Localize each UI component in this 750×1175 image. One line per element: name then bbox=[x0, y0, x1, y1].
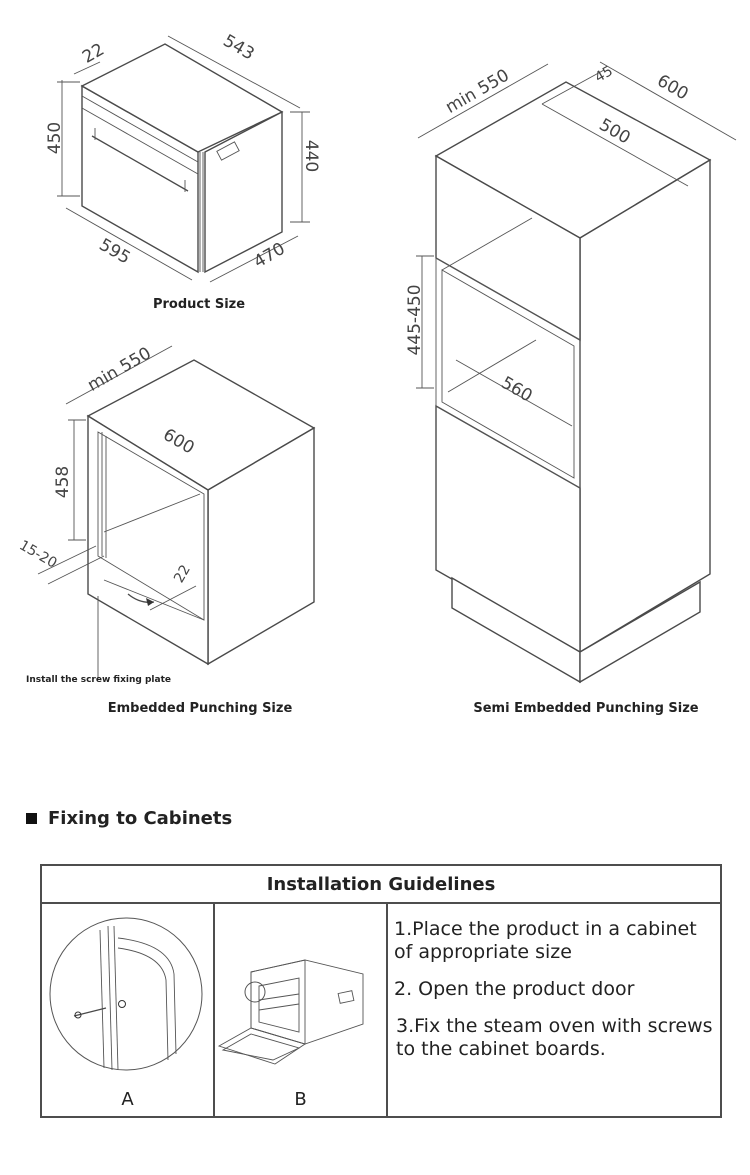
dim-445-450: 445-450 bbox=[405, 284, 425, 355]
label-b: B bbox=[294, 1089, 307, 1110]
dim-15-20: 15-20 bbox=[16, 537, 59, 571]
dim-458: 458 bbox=[53, 466, 73, 498]
screw-closeup-illustration bbox=[49, 917, 203, 1071]
semi-embedded-drawing: min 550 45 600 500 445-450 560 Semi Embe… bbox=[405, 61, 737, 716]
product-size-drawing: 543 22 450 440 595 470 Product Size bbox=[45, 31, 321, 312]
installation-guidelines-table: Installation Guidelines A B bbox=[40, 864, 722, 1118]
illustration-b-cell: B bbox=[215, 904, 388, 1116]
dim-450: 450 bbox=[45, 122, 65, 154]
step-3: 3.Fix the steam oven with screws to the … bbox=[396, 1015, 713, 1060]
screw-plate-note: Install the screw fixing plate bbox=[26, 675, 171, 685]
dim-440: 440 bbox=[301, 140, 321, 172]
dim-22-embedded: 22 bbox=[171, 562, 194, 585]
illustration-a-cell: A bbox=[42, 904, 215, 1116]
dim-595: 595 bbox=[95, 235, 133, 269]
embedded-drawing: min 550 600 458 15-20 22 Install the scr… bbox=[16, 344, 316, 716]
dim-600-semi: 600 bbox=[653, 71, 691, 105]
guide-title: Installation Guidelines bbox=[42, 866, 720, 904]
open-oven-illustration bbox=[217, 959, 364, 1065]
dim-22-top: 22 bbox=[79, 40, 108, 68]
dim-543: 543 bbox=[219, 31, 257, 65]
label-a: A bbox=[121, 1089, 134, 1110]
fixing-heading-text: Fixing to Cabinets bbox=[48, 808, 233, 829]
embedded-caption: Embedded Punching Size bbox=[108, 701, 293, 716]
fixing-heading: Fixing to Cabinets bbox=[26, 808, 232, 829]
step-2: 2. Open the product door bbox=[394, 978, 635, 1000]
dimension-diagrams: 543 22 450 440 595 470 Product Size min … bbox=[16, 31, 737, 716]
dim-560: 560 bbox=[497, 373, 535, 407]
product-size-caption: Product Size bbox=[153, 297, 245, 312]
steps-cell: 1.Place the product in a cabinet of appr… bbox=[388, 904, 720, 1116]
square-bullet-icon bbox=[26, 813, 37, 824]
dim-45: 45 bbox=[592, 63, 615, 86]
step-1: 1.Place the product in a cabinet of appr… bbox=[394, 918, 697, 963]
semi-embedded-caption: Semi Embedded Punching Size bbox=[473, 701, 698, 716]
dim-min550-semi: min 550 bbox=[442, 66, 513, 118]
